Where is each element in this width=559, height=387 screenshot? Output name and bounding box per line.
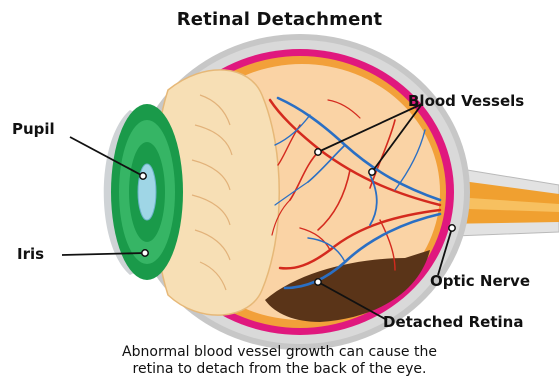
label-pupil: Pupil bbox=[12, 120, 55, 138]
caption-line-2: retina to detach from the back of the ey… bbox=[0, 361, 559, 378]
caption-line-1: Abnormal blood vessel growth can cause t… bbox=[0, 344, 559, 361]
pupil-opening bbox=[138, 164, 156, 220]
label-optic-nerve: Optic Nerve bbox=[430, 272, 530, 290]
diagram-caption: Abnormal blood vessel growth can cause t… bbox=[0, 344, 559, 378]
label-iris: Iris bbox=[17, 245, 44, 263]
label-detached-retina: Detached Retina bbox=[383, 313, 523, 331]
label-blood-vessels: Blood Vessels bbox=[408, 92, 524, 110]
